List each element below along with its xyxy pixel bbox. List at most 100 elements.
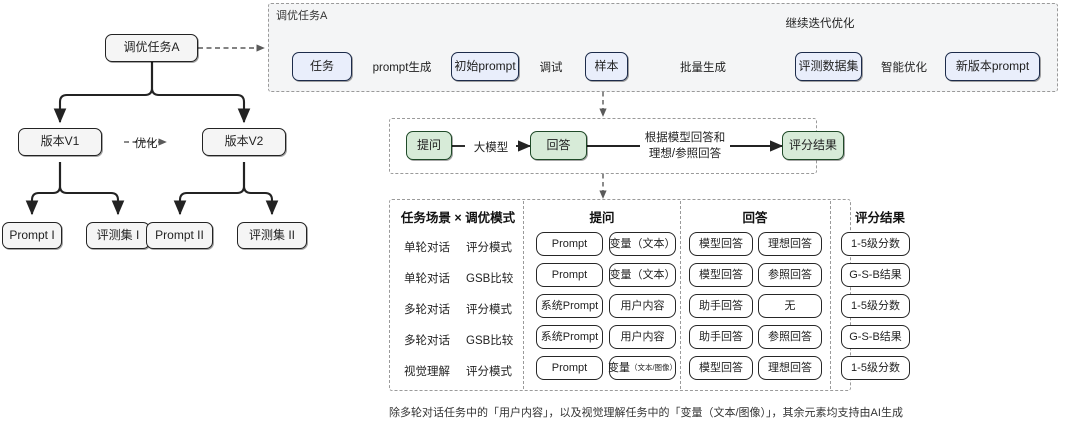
matrix-cell-score[interactable]: G-S-B结果 <box>841 263 910 287</box>
node-version-v2[interactable]: 版本V2 <box>202 128 286 156</box>
matrix-header-answer: 回答 <box>742 211 768 225</box>
cell-label: 模型回答 <box>699 237 743 250</box>
node-answer[interactable]: 回答 <box>530 131 587 160</box>
cell-label: 参照回答 <box>768 330 812 343</box>
matrix-cell-ask[interactable]: 系统Prompt <box>536 325 603 349</box>
matrix-cell-score[interactable]: 1-5级分数 <box>841 294 910 318</box>
matrix-row-scenario: 视觉理解 <box>404 366 450 378</box>
matrix-footnote: 除多轮对话任务中的「用户内容」，以及视觉理解任务中的「变量（文本/图像）」，其余… <box>389 407 903 419</box>
node-version-v1[interactable]: 版本V1 <box>18 128 102 156</box>
task-flow-panel-title: 调优任务A <box>276 10 328 22</box>
cell-label: 助手回答 <box>699 330 743 343</box>
node-label: 初始prompt <box>454 58 516 73</box>
edge-label-large-model: 大模型 <box>473 142 509 154</box>
matrix-cell-answer[interactable]: 助手回答 <box>689 325 753 349</box>
matrix-cell-ask[interactable]: 用户内容 <box>609 325 676 349</box>
cell-label: 理想回答 <box>768 361 812 374</box>
matrix-cell-answer[interactable]: 模型回答 <box>689 232 753 256</box>
matrix-cell-answer[interactable]: 理想回答 <box>758 356 822 380</box>
node-label: 任务 <box>309 58 334 73</box>
node-label: 评测数据集 <box>798 58 859 73</box>
eval-flow-panel <box>389 118 817 174</box>
cell-label-sub: （文本/图像） <box>629 362 678 372</box>
matrix-cell-ask[interactable]: 变量（文本/图像） <box>608 356 678 380</box>
node-label: Prompt II <box>155 227 204 242</box>
node-eval-dataset[interactable]: 评测数据集 <box>795 52 862 81</box>
matrix-cell-answer[interactable]: 参照回答 <box>758 325 822 349</box>
node-score-result[interactable]: 评分结果 <box>782 131 844 160</box>
cell-label: 1-5级分数 <box>851 299 900 312</box>
edge-label-smart-optimize: 智能优化 <box>881 62 927 74</box>
node-label: 评测集 I <box>96 227 140 242</box>
node-evalset-2[interactable]: 评测集 II <box>237 222 307 249</box>
edge-label-based-on-answers: 根据模型回答和 理想/参照回答 <box>640 131 730 162</box>
node-task[interactable]: 任务 <box>292 52 352 81</box>
matrix-cell-answer[interactable]: 无 <box>758 294 822 318</box>
cell-label: Prompt <box>551 268 588 281</box>
cell-label: 1-5级分数 <box>851 361 900 374</box>
cell-label: Prompt <box>551 237 588 250</box>
cell-label: 模型回答 <box>699 361 743 374</box>
matrix-cell-answer[interactable]: 助手回答 <box>689 294 753 318</box>
matrix-cell-ask[interactable]: 变量（文本） <box>609 263 676 287</box>
cell-label: 变量（文本） <box>609 268 676 281</box>
node-label: 评分结果 <box>788 137 837 152</box>
node-label: 版本V1 <box>40 134 80 149</box>
matrix-cell-ask[interactable]: 变量（文本） <box>609 232 676 256</box>
cell-label: Prompt <box>551 361 588 374</box>
cell-label: 变量（文本） <box>609 237 676 250</box>
edge-label-debug: 调试 <box>539 62 563 74</box>
matrix-cell-answer[interactable]: 模型回答 <box>689 356 753 380</box>
cell-label: 理想回答 <box>768 237 812 250</box>
node-label: 样本 <box>594 58 619 73</box>
matrix-row-mode: 评分模式 <box>466 304 512 316</box>
cell-label: G-S-B结果 <box>849 268 902 281</box>
matrix-cell-answer[interactable]: 参照回答 <box>758 263 822 287</box>
edge-label-line-1: 根据模型回答和 <box>644 132 726 144</box>
cell-label: 系统Prompt <box>540 330 599 343</box>
matrix-cell-score[interactable]: 1-5级分数 <box>841 232 910 256</box>
matrix-row-scenario: 单轮对话 <box>404 273 450 285</box>
node-sample[interactable]: 样本 <box>585 52 628 81</box>
node-prompt-2[interactable]: Prompt II <box>146 222 213 249</box>
matrix-header-question: 提问 <box>589 211 615 225</box>
node-evalset-1[interactable]: 评测集 I <box>86 222 150 249</box>
node-label: 回答 <box>546 137 571 152</box>
cell-label: 用户内容 <box>620 330 665 343</box>
node-root-task[interactable]: 调优任务A <box>105 34 198 62</box>
matrix-cell-answer[interactable]: 理想回答 <box>758 232 822 256</box>
matrix-divider-1 <box>523 201 524 389</box>
matrix-cell-score[interactable]: 1-5级分数 <box>841 356 910 380</box>
matrix-row-mode: GSB比较 <box>466 273 514 285</box>
node-question[interactable]: 提问 <box>406 131 452 160</box>
cell-label: G-S-B结果 <box>849 330 902 343</box>
matrix-divider-2 <box>680 201 681 389</box>
matrix-header-scenario: 任务场景 × 调优模式 <box>400 211 516 225</box>
cell-label: 用户内容 <box>620 299 665 312</box>
cell-label: 无 <box>784 299 796 312</box>
matrix-row-scenario: 多轮对话 <box>404 335 450 347</box>
edge-label-line-2: 理想/参照回答 <box>648 147 722 160</box>
cell-label: 1-5级分数 <box>851 237 900 250</box>
node-label: 评测集 II <box>248 227 295 242</box>
node-prompt-1[interactable]: Prompt I <box>2 222 62 249</box>
edge-label-continue-iterate: 继续迭代优化 <box>777 15 863 31</box>
node-label: 调优任务A <box>123 40 180 55</box>
matrix-cell-ask[interactable]: 用户内容 <box>609 294 676 318</box>
cell-label: 系统Prompt <box>540 299 599 312</box>
cell-label: 参照回答 <box>768 268 812 281</box>
node-label: 新版本prompt <box>955 58 1030 73</box>
matrix-cell-answer[interactable]: 模型回答 <box>689 263 753 287</box>
node-initial-prompt[interactable]: 初始prompt <box>451 52 519 81</box>
edge-label-prompt-generate: prompt生成 <box>372 62 432 74</box>
matrix-cell-ask[interactable]: Prompt <box>536 263 603 287</box>
matrix-cell-ask[interactable]: 系统Prompt <box>536 294 603 318</box>
matrix-divider-3 <box>830 201 831 389</box>
matrix-row-mode: 评分模式 <box>466 366 512 378</box>
matrix-cell-score[interactable]: G-S-B结果 <box>841 325 910 349</box>
matrix-header-score: 评分结果 <box>854 211 905 225</box>
matrix-cell-ask[interactable]: Prompt <box>536 356 603 380</box>
matrix-cell-ask[interactable]: Prompt <box>536 232 603 256</box>
node-new-prompt[interactable]: 新版本prompt <box>945 52 1040 81</box>
edge-label-batch-generate: 批量生成 <box>680 62 726 74</box>
